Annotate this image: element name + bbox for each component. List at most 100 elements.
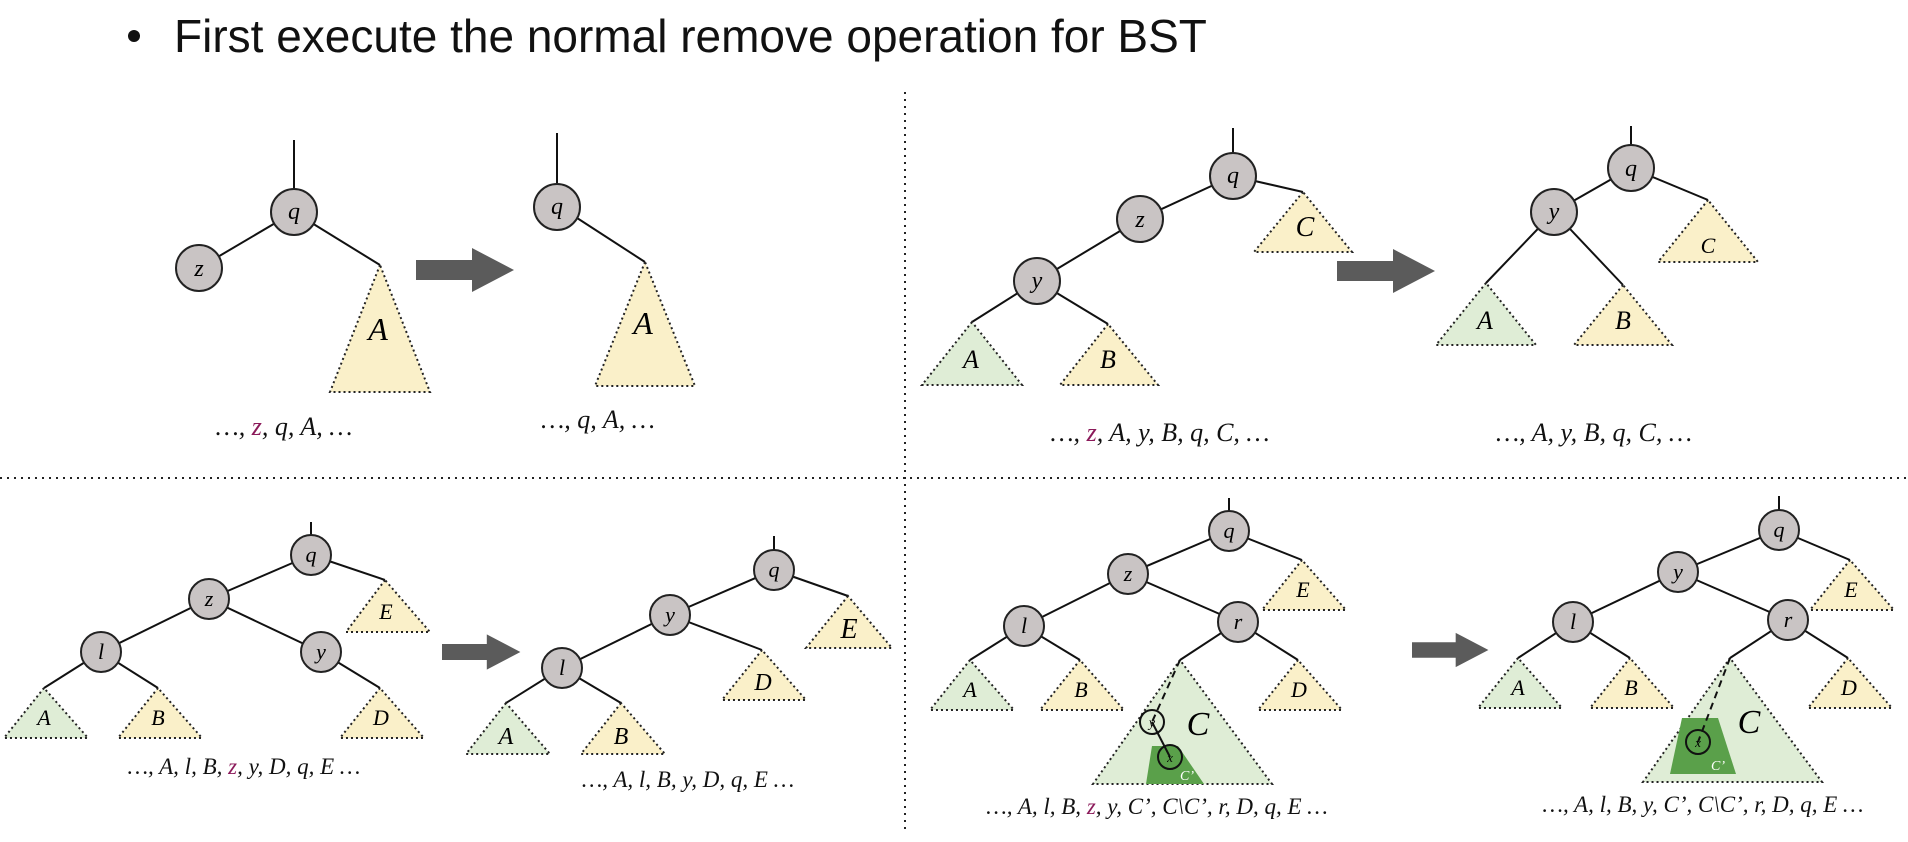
node-r: r <box>1217 601 1259 643</box>
node-q: q <box>1209 152 1257 200</box>
subtree-label-E: E <box>1843 577 1858 602</box>
subtree-C-prime <box>1146 746 1204 784</box>
subtree-A <box>593 259 697 387</box>
subtree-label-D: D <box>1290 677 1307 702</box>
node-label-x: x <box>1694 735 1701 750</box>
node-label-r: r <box>1784 607 1793 632</box>
node-z: z <box>175 244 223 292</box>
subtree-E <box>803 594 895 649</box>
panel-one-child-case: C A B q z y …, z, A, y, B, q, C, … C A B <box>919 126 1761 447</box>
node-l: l <box>1552 601 1594 643</box>
subtree-A <box>1 686 91 739</box>
node-label-q: q <box>1774 517 1785 542</box>
node-y: y <box>1530 188 1578 236</box>
transform-arrow <box>1337 249 1435 293</box>
subtree-D <box>1805 656 1895 709</box>
node-l: l <box>80 631 122 673</box>
sequence-after: …, A, l, B, y, C’, C\C’, r, D, q, E … <box>1543 792 1864 817</box>
node-z: z <box>1107 553 1149 595</box>
subtree-label-D: D <box>753 670 771 696</box>
subtree-E <box>344 578 433 633</box>
subtree-A <box>328 262 432 393</box>
subtree-D <box>337 686 427 739</box>
node-x <box>1685 729 1711 755</box>
subtree-label-A: A <box>1475 306 1493 335</box>
node-label-q: q <box>1224 518 1235 543</box>
panel-leaf-case: A z q …, z, q, A, … A q …, q, A, … <box>175 133 697 441</box>
transform-arrow <box>442 634 521 670</box>
subtree-A <box>1475 656 1565 709</box>
node-label-l: l <box>98 639 104 664</box>
node-label-q: q <box>288 199 300 225</box>
subtree-B <box>115 686 205 739</box>
subtree-A <box>927 658 1017 711</box>
node-q: q <box>1607 144 1655 192</box>
subtree-label-B: B <box>1100 345 1116 374</box>
subtree-B <box>1057 322 1161 386</box>
node-z: z <box>188 578 230 620</box>
node-label-y: y <box>663 602 675 627</box>
sequence-before: …, z, q, A, … <box>216 412 353 441</box>
subtree-label-A: A <box>631 305 653 341</box>
node-x <box>1157 744 1183 770</box>
node-label-q: q <box>551 194 563 220</box>
subtree-label-B: B <box>614 724 629 750</box>
subtree-B <box>1587 656 1677 709</box>
node-label-q: q <box>1625 156 1637 182</box>
sequence-after: …, A, y, B, q, C, … <box>1496 418 1692 447</box>
subtree-label-C-prime: C’ <box>1711 759 1725 774</box>
node-y: y <box>300 631 342 673</box>
subtree-label-E: E <box>839 614 857 645</box>
bullet-icon <box>128 30 140 42</box>
node-label-z: z <box>1134 207 1145 233</box>
subtree-C <box>1251 190 1355 253</box>
sequence-before: …, A, l, B, z, y, D, q, E … <box>128 754 361 779</box>
subtree-label-D: D <box>372 705 389 730</box>
subtree-label-A: A <box>961 677 977 702</box>
node-label-l: l <box>559 655 565 680</box>
subtree-label-A: A <box>961 345 979 374</box>
node-label-y: y <box>314 639 326 664</box>
node-label-y: y <box>1030 268 1043 294</box>
subtree-label-E: E <box>378 599 393 624</box>
subtree-B <box>578 701 668 755</box>
node-q: q <box>1758 509 1800 551</box>
subtree-label-B: B <box>1074 677 1087 702</box>
heading-text: First execute the normal remove operatio… <box>174 10 1207 62</box>
node-label-z: z <box>1123 561 1133 586</box>
node-label-q: q <box>306 542 317 567</box>
subtree-label-C: C <box>1738 704 1761 741</box>
subtree-label-D: D <box>1840 675 1857 700</box>
node-q: q <box>290 534 332 576</box>
node-y: y <box>649 594 691 636</box>
subtree-label-E: E <box>1295 577 1310 602</box>
node-label-l: l <box>1021 613 1027 638</box>
subtree-label-B: B <box>151 705 164 730</box>
subtree-B <box>1037 658 1127 711</box>
node-y: y <box>1657 551 1699 593</box>
transform-arrow <box>1412 632 1489 668</box>
subtree-E <box>1259 558 1349 611</box>
node-z: z <box>1116 195 1164 243</box>
transform-arrow <box>416 248 514 292</box>
node-r: r <box>1767 599 1809 641</box>
subtree-D <box>1255 658 1345 711</box>
subtree-label-A: A <box>497 724 514 750</box>
node-label-z: z <box>204 586 214 611</box>
node-q: q <box>533 183 581 231</box>
subtree-C-prime <box>1670 718 1736 774</box>
panel-deep-successor-case: E A B D C’ C y x q z l r …, A, <box>927 496 1897 819</box>
sequence-before: …, z, A, y, B, q, C, … <box>1050 418 1269 447</box>
path-to-successor <box>1697 657 1731 743</box>
sequence-after: …, A, l, B, y, D, q, E … <box>582 767 794 792</box>
node-label-y: y <box>1547 199 1560 225</box>
subtree-label-B: B <box>1624 675 1637 700</box>
node-label-l: l <box>1570 609 1576 634</box>
node-label-q: q <box>769 557 780 582</box>
heading-bullet: First execute the normal remove operatio… <box>128 6 1207 66</box>
node-q: q <box>753 549 795 591</box>
node-y: y <box>1013 257 1061 305</box>
edge <box>1151 721 1171 758</box>
subtree-A <box>463 701 553 755</box>
